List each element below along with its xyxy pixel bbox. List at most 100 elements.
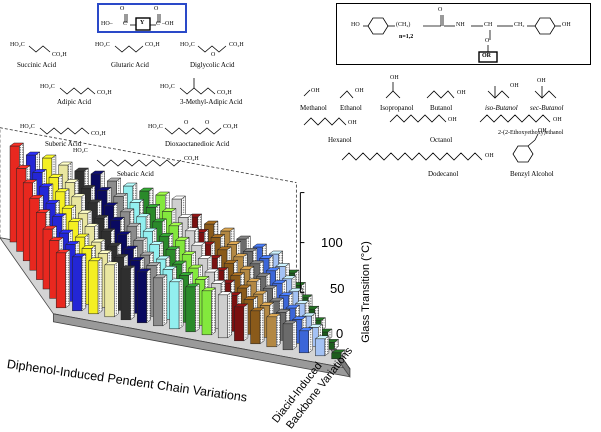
bar-front-face bbox=[55, 252, 66, 309]
bar-top-face bbox=[265, 267, 281, 272]
secbutanol-label: sec-Butanol bbox=[530, 104, 564, 112]
bar-top-face bbox=[48, 174, 64, 178]
diacid-oxygen-2: O bbox=[154, 6, 159, 12]
hexanol-oh: OH bbox=[348, 120, 357, 126]
bar-top-face bbox=[152, 218, 168, 223]
bar-top-face bbox=[146, 262, 162, 266]
bar-top-face bbox=[262, 285, 278, 289]
bar-side-face bbox=[195, 283, 200, 333]
bar-row8-series14 bbox=[266, 313, 282, 348]
bar-top-face bbox=[201, 287, 217, 292]
bar-side-face bbox=[259, 307, 265, 345]
bar-top-face bbox=[246, 278, 262, 282]
diacid-skeletons bbox=[28, 45, 227, 167]
bar-top-face bbox=[174, 236, 190, 241]
bar-side-face bbox=[308, 327, 313, 354]
bar-side-face bbox=[243, 303, 249, 342]
bar-top-face bbox=[64, 179, 80, 183]
bar-side-face bbox=[211, 287, 216, 336]
secbutanol-oh: OH bbox=[537, 78, 546, 84]
adipic-fg-right: CO₂H bbox=[97, 90, 112, 96]
tick-label-50: 50 bbox=[330, 281, 345, 296]
bar-top-face bbox=[84, 223, 100, 227]
hexanol-label: Hexanol bbox=[328, 136, 352, 144]
bar-top-face bbox=[282, 320, 298, 325]
sebacic-fg-right: CO₂H bbox=[184, 156, 199, 162]
ethanol-label: Ethanol bbox=[340, 104, 362, 112]
diacid-ho: HO– bbox=[101, 21, 113, 27]
methanol-label: Methanol bbox=[300, 104, 327, 112]
bar-top-face bbox=[90, 170, 106, 175]
ethanol-oh: OH bbox=[355, 88, 364, 94]
bar-row8-series15 bbox=[282, 320, 298, 351]
bar-top-face bbox=[308, 324, 324, 328]
bar-top-face bbox=[233, 253, 249, 258]
bar-front-face bbox=[234, 306, 245, 342]
bar-top-face bbox=[230, 272, 246, 276]
benzyl-alcohol-label: Benzyl Alcohol bbox=[510, 170, 554, 178]
glutaric-fg-left: HO₂C bbox=[95, 42, 110, 48]
bar-top-face bbox=[136, 268, 152, 273]
octanol-label: Octanol bbox=[430, 136, 453, 144]
bar-top-face bbox=[236, 235, 252, 240]
butanol-label: Butanol bbox=[430, 104, 453, 112]
diphenol-ch: CH bbox=[484, 22, 493, 28]
bar-top-face bbox=[203, 220, 219, 225]
bar-top-face bbox=[239, 265, 255, 270]
bar-top-face bbox=[275, 263, 291, 267]
bar-front-face bbox=[136, 271, 147, 324]
bar-top-face bbox=[71, 193, 87, 198]
bar-top-face bbox=[126, 222, 142, 227]
diphenol-general-structure: HO (CH₂) n=1,2 O NH CH CH₂ OH O OR bbox=[336, 3, 591, 65]
methanol-oh: OH bbox=[311, 88, 320, 94]
bar-top-face bbox=[266, 313, 282, 318]
bar-front-face bbox=[169, 281, 180, 330]
bar-row8-series8 bbox=[168, 278, 184, 330]
bar-top-face bbox=[197, 255, 213, 259]
bar-top-face bbox=[188, 264, 204, 269]
bar-front-face bbox=[88, 260, 99, 315]
bar-top-face bbox=[81, 245, 97, 249]
bar-side-face bbox=[227, 291, 232, 339]
bar-top-face bbox=[149, 241, 165, 245]
bar-top-face bbox=[178, 272, 194, 276]
bar-top-face bbox=[119, 208, 135, 213]
diphenol-oxygen-1: O bbox=[438, 7, 443, 13]
back-wall-top-edge bbox=[0, 127, 297, 183]
diphenol-ch2b: CH₂ bbox=[514, 22, 525, 28]
bar-top-face bbox=[330, 349, 346, 354]
bar-top-face bbox=[219, 227, 235, 232]
dioxa-o-2: O bbox=[205, 120, 210, 126]
bar-top-face bbox=[255, 272, 271, 277]
bar-top-face bbox=[194, 276, 210, 280]
bar-top-face bbox=[294, 300, 310, 304]
isobutanol-oh: OH bbox=[510, 83, 519, 89]
bar-top-face bbox=[9, 142, 25, 147]
dodecanol-oh: OH bbox=[485, 153, 494, 159]
bar-top-face bbox=[122, 182, 138, 187]
bar-top-face bbox=[259, 302, 275, 306]
bar-top-face bbox=[162, 266, 178, 270]
bar-top-face bbox=[100, 228, 116, 232]
bar-side-face bbox=[324, 335, 330, 357]
bar-top-face bbox=[185, 283, 201, 288]
bar-row8-series4 bbox=[104, 261, 120, 318]
bar-top-face bbox=[41, 154, 57, 159]
adipic-fg-left: HO₂C bbox=[40, 84, 55, 90]
bar-front-face bbox=[185, 286, 196, 333]
bar-top-face bbox=[165, 246, 181, 250]
suberic-acid-label: Suberic Acid bbox=[45, 140, 82, 148]
bar-top-face bbox=[116, 231, 132, 235]
bar-top-face bbox=[77, 209, 93, 214]
bar-top-face bbox=[152, 274, 168, 279]
bar-row8-series16 bbox=[298, 327, 314, 354]
bar-top-face bbox=[54, 188, 70, 193]
bar-top-face bbox=[184, 227, 200, 232]
isopropanol-label: Isopropanol bbox=[380, 104, 414, 112]
bar-top-face bbox=[15, 165, 31, 169]
bar-side-face bbox=[114, 261, 119, 318]
bar-top-face bbox=[132, 237, 148, 241]
bar-front-face bbox=[266, 316, 277, 348]
bar-top-face bbox=[210, 234, 226, 238]
bar-top-face bbox=[65, 241, 81, 245]
